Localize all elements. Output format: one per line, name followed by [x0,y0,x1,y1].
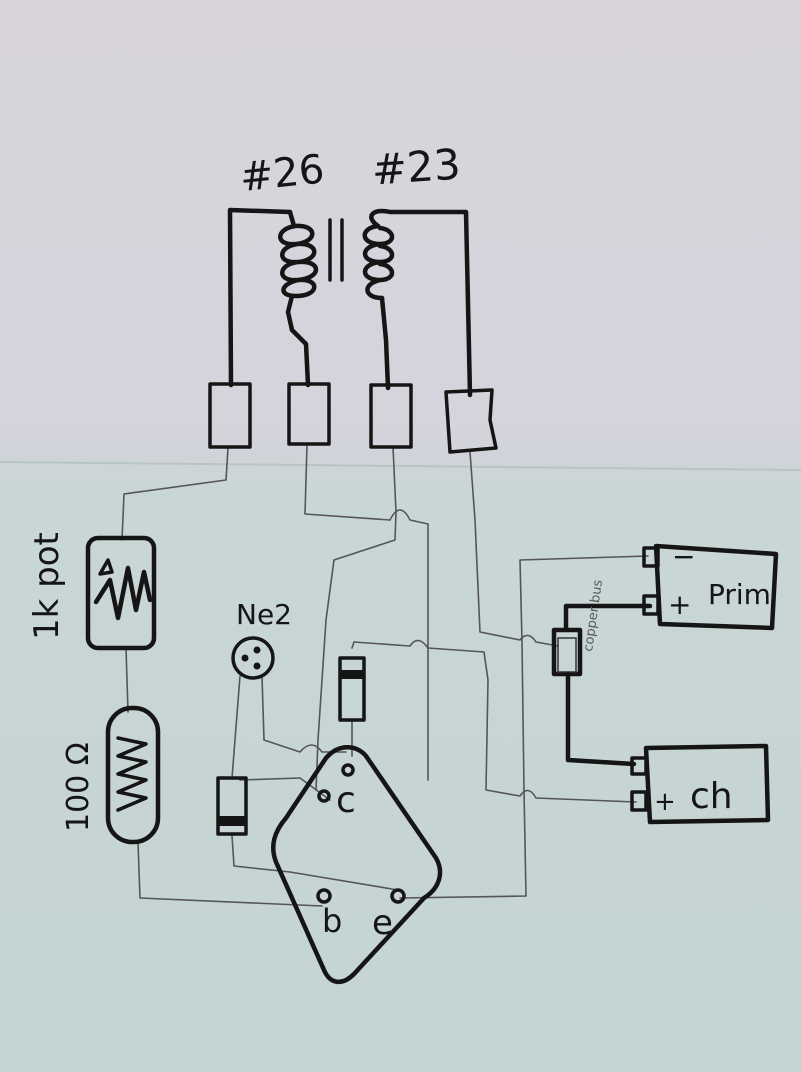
diode-upper-body [338,656,366,722]
wire-t1-to-pot [121,447,229,541]
primary-gauge-label: #26 [238,146,327,201]
potentiometer: 1k pot [27,532,157,651]
wire-prim-to-emitter [399,555,649,899]
wire-t2 [304,444,429,781]
resistor-zigzag [116,736,148,812]
secondary-lead-inner [379,295,391,391]
wire-neon-to-diode2 [231,675,241,779]
battery-ch-label: ch [690,776,733,817]
bus-wire-to-prim-plus [563,603,653,633]
pot-wiper-arrow [98,558,114,576]
copper-bus: copper bus [551,579,653,767]
terminal-block-2 [287,382,331,446]
wire-neon-to-collector [261,675,347,753]
diode-lower [216,776,248,836]
transistor: c b e [271,745,443,984]
battery-ch: + ch [630,743,771,825]
primary-coil [278,223,319,299]
resistor-label: 100 Ω [61,742,96,832]
wire-resistor-to-base [137,841,323,907]
wire-t3-to-collector [315,446,397,791]
neon-lamp-body [231,636,275,680]
primary-lead-outer [227,207,297,388]
battery-prim: − + Prim [642,540,779,631]
wire-diode-to-ch [351,639,637,803]
terminal-block-1 [208,382,252,449]
pot-label: 1k pot [27,532,67,640]
transformer [227,207,473,398]
pencil-wires [121,444,649,907]
wire-pot-to-resistor [125,647,129,713]
neon-electrode-3 [253,662,261,670]
diode-lower-body [216,776,248,836]
secondary-gauge-label: #23 [370,140,462,195]
bus-wire-to-ch-minus [565,671,637,767]
neon-lamp: Ne2 [231,598,292,680]
transistor-pin-e [390,888,406,904]
pot-zigzag [93,565,153,621]
secondary-coil [362,223,395,301]
resistor: 100 Ω [61,705,161,845]
secondary-lead-outer [369,208,473,398]
transistor-collector-label: c [336,780,356,821]
terminal-blocks [208,382,498,454]
resistor-body [105,705,161,845]
terminal-block-4 [444,388,498,454]
transistor-pin-c2 [317,789,331,803]
battery-prim-minus-sign: − [672,540,695,573]
transistor-body [271,745,443,984]
diode-upper [338,656,366,722]
diode-lower-band [218,816,246,826]
copper-bus-label: copper bus [581,579,606,653]
battery-ch-body [643,743,771,825]
transistor-pin-c1 [341,763,355,777]
transistor-pin-b [316,888,332,904]
pot-body [85,535,157,651]
primary-lead-inner [285,293,311,388]
neon-electrode-1 [241,654,249,662]
battery-prim-label: Prim [708,578,771,611]
wire-t4-to-bus [469,451,559,647]
paper-fold [0,461,801,471]
transistor-base-label: b [322,902,342,940]
copper-bus-inner [557,637,577,673]
diode-upper-band [340,670,364,679]
battery-ch-plus-sign: + [654,787,676,817]
battery-prim-minus-terminal [642,546,660,568]
neon-electrode-2 [253,646,261,654]
transistor-emitter-label: e [372,903,393,943]
neon-lamp-label: Ne2 [236,598,292,631]
wire-diode2-to-e [231,835,399,891]
battery-prim-plus-sign: + [668,588,691,621]
terminal-block-3 [369,383,413,449]
battery-ch-plus-terminal [630,790,648,812]
